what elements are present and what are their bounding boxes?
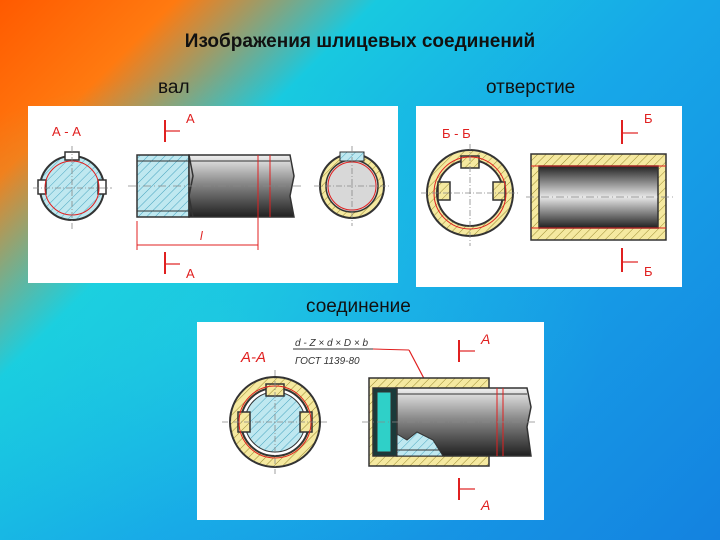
shaft-cut-mark-bottom: А — [186, 266, 195, 281]
hole-cut-mark-bottom: Б — [644, 264, 653, 279]
shaft-spline — [37, 179, 47, 195]
shaft-panel: А - А l А А — [28, 106, 398, 283]
shaft-spline — [97, 179, 107, 195]
hole-drawing: Б - Б Б Б — [421, 111, 674, 279]
hole-panel: Б - Б Б Б — [416, 106, 682, 287]
joint-cut-mark-bottom: А — [480, 497, 490, 513]
joint-drawing: А-А d - Z × d × D × b ГОСТ 1139-80 А А — [222, 331, 537, 513]
joint-panel: А-А d - Z × d × D × b ГОСТ 1139-80 А А — [197, 322, 544, 520]
shaft-drawing: А - А l А А — [33, 111, 390, 281]
caption-joint: соединение — [306, 296, 411, 317]
joint-section-label: А-А — [240, 349, 266, 366]
shaft-length-label: l — [200, 229, 203, 243]
shaft-body — [188, 154, 295, 218]
page-title: Изображения шлицевых соединений — [184, 31, 536, 52]
joint-cut-mark-top: А — [480, 331, 490, 347]
hole-section-label: Б - Б — [442, 126, 471, 141]
caption-hole: отверстие — [486, 77, 576, 98]
hole-cut-mark-top: Б — [644, 111, 653, 126]
caption-shaft: вал — [158, 77, 190, 98]
shaft-section-label: А - А — [52, 124, 81, 139]
joint-formula: d - Z × d × D × b — [295, 338, 369, 349]
joint-standard: ГОСТ 1139-80 — [295, 356, 360, 367]
shaft-cut-mark-top: А — [186, 111, 195, 126]
